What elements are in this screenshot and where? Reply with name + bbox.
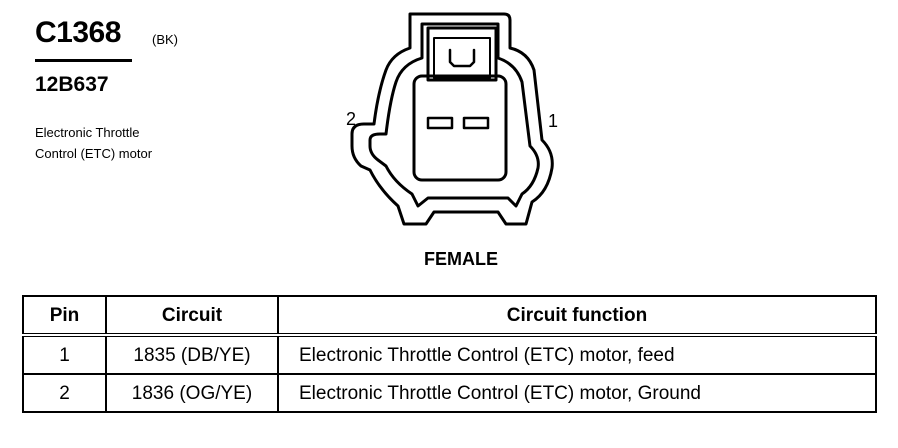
connector-id: C1368 — [35, 16, 121, 49]
terminal-2 — [426, 116, 454, 130]
connector-description: Electronic Throttle Control (ETC) motor — [35, 122, 225, 164]
latch-notch — [448, 48, 476, 68]
latch-tab-outline — [426, 26, 498, 82]
header-pin: Pin — [22, 295, 107, 337]
terminal-cavity-block — [412, 74, 508, 182]
pin-cell: 2 — [22, 373, 107, 413]
function-cell: Electronic Throttle Control (ETC) motor,… — [277, 334, 877, 375]
housing-inner-outline — [368, 22, 540, 208]
table-row: 1 1835 (DB/YE) Electronic Throttle Contr… — [22, 334, 877, 375]
color-code: (BK) — [152, 32, 178, 47]
circuit-cell: 1836 (OG/YE) — [105, 373, 279, 413]
pin-label-right: 1 — [548, 111, 559, 131]
part-number: 12B637 — [35, 73, 109, 96]
header-circuit: Circuit — [105, 295, 279, 337]
pin-label-left: 2 — [346, 109, 357, 129]
housing-outer-outline — [350, 12, 554, 226]
pin-cell: 1 — [22, 334, 107, 375]
pinout-table: Pin Circuit Circuit function 1 1835 (DB/… — [22, 295, 877, 413]
description-line-2: Control (ETC) motor — [35, 146, 153, 161]
table-row: 2 1836 (OG/YE) Electronic Throttle Contr… — [22, 373, 877, 413]
terminal-1 — [462, 116, 490, 130]
table-header-row: Pin Circuit Circuit function — [22, 295, 877, 337]
gender-label: FEMALE — [424, 249, 498, 269]
title-underline — [35, 59, 132, 62]
description-line-1: Electronic Throttle — [35, 125, 140, 140]
connector-face-drawing — [350, 12, 554, 226]
header-circuit-function: Circuit function — [277, 295, 877, 337]
latch-tab-slot — [433, 37, 491, 79]
circuit-cell: 1835 (DB/YE) — [105, 334, 279, 375]
function-cell: Electronic Throttle Control (ETC) motor,… — [277, 373, 877, 413]
